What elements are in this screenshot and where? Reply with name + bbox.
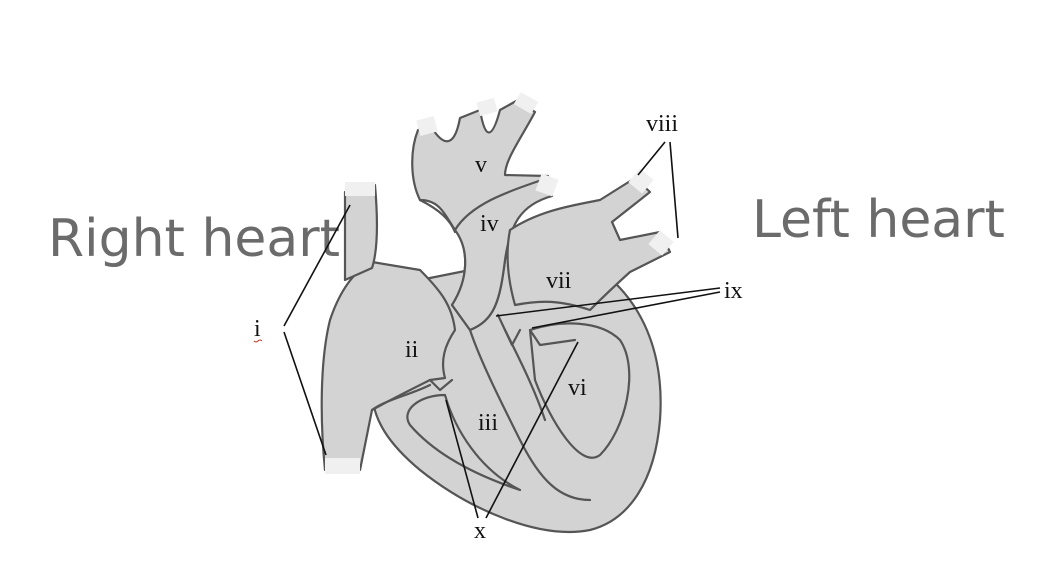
superior-vena-cava bbox=[343, 183, 379, 282]
pulmonary-trunk bbox=[450, 176, 554, 332]
heart-body bbox=[320, 98, 672, 534]
heart-walls bbox=[370, 198, 631, 502]
label-x: x bbox=[474, 518, 486, 544]
left-ventricle-inner bbox=[528, 322, 631, 459]
label-ii: ii bbox=[405, 337, 419, 363]
leader-lines bbox=[283, 141, 721, 519]
mitral-valve-right bbox=[528, 328, 577, 347]
left-atrium bbox=[506, 176, 672, 312]
right-ventricle-inner bbox=[406, 393, 522, 492]
heading-left-heart: Left heart bbox=[752, 190, 1005, 250]
label-vi: vi bbox=[568, 375, 587, 401]
mitral-valve-left bbox=[496, 313, 522, 347]
vessel-caps bbox=[325, 91, 674, 474]
label-ix: ix bbox=[724, 278, 743, 304]
label-iv: iv bbox=[480, 211, 499, 237]
aorta-inner-wall bbox=[418, 198, 457, 234]
labels: i ii iii iv v vi vii viii ix x bbox=[253, 111, 743, 544]
label-vii: vii bbox=[546, 268, 572, 294]
septum-wall bbox=[468, 328, 592, 502]
label-viii: viii bbox=[646, 111, 678, 137]
label-i: i bbox=[254, 316, 261, 342]
heading-right-heart: Right heart bbox=[48, 209, 340, 269]
vena-cava-lower-wall bbox=[370, 383, 432, 412]
spellcheck-squiggle bbox=[253, 339, 263, 343]
label-v: v bbox=[475, 152, 487, 178]
tricuspid-valve bbox=[428, 378, 454, 392]
label-iii: iii bbox=[478, 410, 498, 436]
